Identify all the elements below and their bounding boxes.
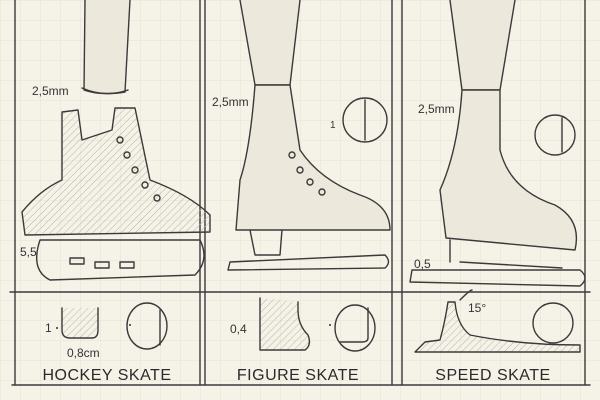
hockey-top-dimension: 2,5mm	[32, 84, 69, 98]
panel-frames	[9, 0, 591, 386]
speed-skate-drawing	[409, 0, 586, 287]
hockey-title: HOCKEY SKATE	[43, 367, 172, 384]
speed-blade-detail	[414, 289, 581, 353]
speed-side-dimension: 0,5	[414, 257, 431, 271]
speed-top-dimension: 2,5mm	[418, 102, 455, 116]
figure-skate-drawing	[227, 0, 391, 271]
hockey-side-dimension: 5,5	[20, 245, 37, 259]
figure-top-dimension: 2,5mm	[212, 95, 249, 109]
speed-title: SPEED SKATE	[435, 367, 550, 384]
hockey-blade-detail	[56, 302, 168, 350]
hockey-detail-left: 1	[45, 321, 52, 335]
hockey-skate-drawing	[21, 0, 211, 281]
figure-blade-detail	[259, 297, 376, 352]
speed-angle-label: 15°	[468, 301, 486, 315]
figure-detail-left: 0,4	[230, 322, 247, 336]
figure-title: FIGURE SKATE	[237, 367, 359, 384]
hockey-detail-bottom: 0,8cm	[67, 346, 100, 360]
figure-detail-mark: 1	[330, 120, 336, 131]
